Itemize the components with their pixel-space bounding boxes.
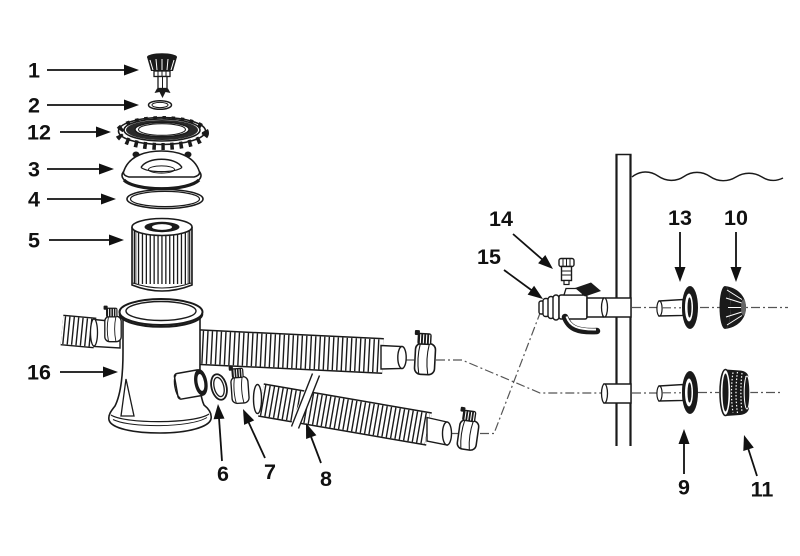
valve-plug [558,257,575,286]
part-number-7: 7 [264,460,276,484]
hose-clamp [411,329,438,376]
strainer-connector-upper [656,286,698,329]
callout-14: 14 [489,207,553,269]
strainer-nut [719,368,751,417]
callout-11: 11 [743,435,773,502]
part-number-15: 15 [477,245,501,269]
callout-5: 5 [28,229,124,253]
part-number-11: 11 [751,478,774,502]
large-o-ring [126,188,204,210]
strainer-connector-lower [656,371,698,414]
hose-clamp [454,405,482,452]
water-line [631,171,784,182]
tank-outlet-port [173,369,208,400]
plunger-valve-assembly [538,257,608,335]
hose-upper [195,329,407,374]
part-number-10: 10 [724,206,748,230]
callout-12: 12 [27,121,111,145]
callout-15: 15 [477,245,543,299]
hose-clamp [102,304,122,343]
part-number-6: 6 [217,462,229,486]
part-number-16: 16 [27,361,51,385]
air-release-valve [147,53,177,98]
strainer-grid [719,286,746,329]
callout-16: 16 [27,361,118,385]
part-number-1: 1 [28,59,40,83]
callout-8: 8 [306,423,332,491]
callout-1: 1 [28,59,139,83]
outlet-o-ring [210,373,228,401]
hose-upper-left-end [60,304,122,349]
part-number-9: 9 [678,476,690,500]
hose-lower [252,373,453,446]
hose-clamp [227,364,251,405]
callout-3: 3 [28,158,114,182]
callout-9: 9 [678,429,690,500]
part-number-12: 12 [27,121,51,145]
callout-10: 10 [724,206,748,282]
part-number-13: 13 [668,206,692,230]
part-number-4: 4 [28,188,40,212]
filter-cartridge [131,217,193,292]
part-number-14: 14 [489,207,513,231]
part-number-2: 2 [28,94,40,118]
wall-fitting-stub-upper [600,297,632,318]
tank-lid-dome [121,150,202,191]
lid-lock-ring [115,116,209,150]
part-number-5: 5 [28,229,40,253]
pump-tank [108,298,212,434]
hose-adapter [538,294,560,321]
wall-fitting-stub-lower [600,383,632,404]
part-number-3: 3 [28,158,40,182]
hose-break-symbol [290,373,321,429]
callout-4: 4 [28,188,116,212]
callout-7: 7 [243,409,276,484]
callout-13: 13 [668,206,692,282]
callout-6: 6 [213,404,229,486]
callout-2: 2 [28,94,139,118]
small-o-ring [147,99,173,111]
part-number-8: 8 [320,467,332,491]
